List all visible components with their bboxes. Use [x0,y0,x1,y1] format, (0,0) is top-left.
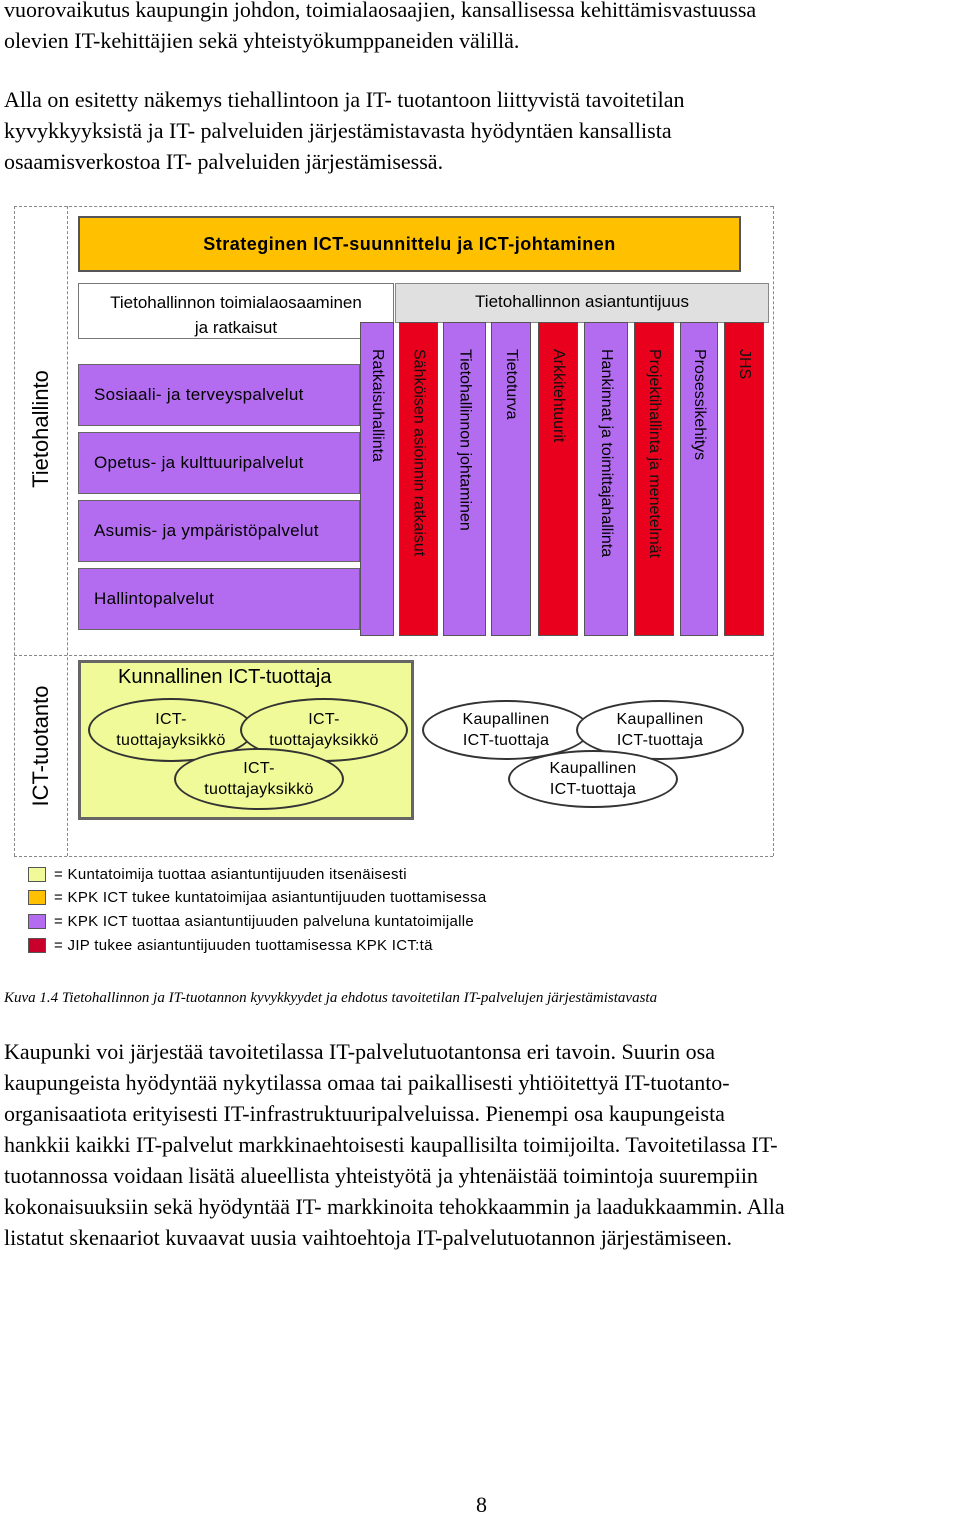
legend-swatch [28,937,46,953]
ellipse-line: Kaupallinen [549,760,637,777]
frame-line [14,206,773,207]
ellipse-line: Kaupallinen [462,711,550,728]
column-prosessikehitys: Prosessikehitys [680,322,718,636]
column-projektihallinta: Projektihallinta ja menetelmät [634,322,674,636]
legend-swatch [28,913,46,929]
right-header: Tietohallinnon asiantuntijuus [395,283,769,323]
ellipse-line: Kaupallinen [616,711,704,728]
side-label-tietohallinto: Tietohallinto [28,370,53,488]
text-line: kokonaisuuksiin sekä hyödyntää IT- markk… [4,1194,785,1219]
ellipse-line: ICT- [155,711,187,728]
text-line: tuotannossa voidaan lisätä alueellista y… [4,1163,758,1188]
frame-line [773,206,774,856]
legend-item: = Kuntatoimija tuottaa asiantuntijuuden … [28,864,407,884]
intro-paragraph: vuorovaikutus kaupungin johdon, toimiala… [4,0,756,56]
column-hankinnat: Hankinnat ja toimittajahallinta [584,322,628,636]
legend-text: = Kuntatoimija tuottaa asiantuntijuuden … [54,865,407,883]
column-label: Hankinnat ja toimittajahallinta [598,349,615,558]
column-label: Sähköisen asioinnin ratkaisut [410,349,428,557]
text-line: listatut skenaariot kuvaavat uusia vaiht… [4,1225,733,1250]
frame-line [14,856,773,857]
legend-text: = JIP tukee asiantuntijuuden tuottamises… [54,936,433,954]
producer-unit-ellipse: ICT-tuottajayksikkö [174,748,344,810]
body-paragraph: Kaupunki voi järjestää tavoitetilassa IT… [4,1036,785,1253]
legend-swatch [28,889,46,905]
text-line: organisaatiota erityisesti IT-infrastruk… [4,1101,725,1126]
frame-line [14,206,15,856]
figure-caption: Kuva 1.4 Tietohallinnon ja IT-tuotannon … [4,990,658,1006]
ellipse-line: ICT- [243,760,275,777]
column-label: Tietohallinnon johtaminen [456,349,474,531]
column-tietohallinnon-johtaminen: Tietohallinnon johtaminen [443,322,486,636]
legend-swatch [28,866,46,882]
column-label: Tietoturva [503,349,520,420]
ellipse-line: tuottajayksikkö [269,732,379,749]
ellipse-line: ICT- [308,711,340,728]
left-header-line: Tietohallinnon toimialaosaaminen [110,293,362,312]
side-label-ict-tuotanto: ICT-tuotanto [28,685,53,807]
text-line: vuorovaikutus kaupungin johdon, toimiala… [4,0,757,22]
left-header: Tietohallinnon toimialaosaaminen ja ratk… [78,283,394,339]
text-line: Kaupunki voi järjestää tavoitetilassa IT… [4,1039,715,1064]
legend-item: = KPK ICT tukee kuntatoimijaa asiantunti… [28,887,487,907]
legend-item: = JIP tukee asiantuntijuuden tuottamises… [28,935,433,955]
text-line: osaamisverkostoa IT- palveluiden järjest… [4,149,444,174]
text-line: kyvykkyyksistä ja IT- palveluiden järjes… [4,118,672,143]
strategic-box: Strateginen ICT-suunnittelu ja ICT-johta… [78,216,741,272]
column-label: Projektihallinta ja menetelmät [646,349,663,558]
municipal-producer-title: Kunnallinen ICT-tuottaja [118,666,332,688]
frame-line [14,655,773,656]
column-sahkoinen-asiointi: Sähköisen asioinnin ratkaisut [399,322,438,636]
ellipse-line: ICT-tuottaja [616,732,704,749]
column-jhs: JHS [724,322,764,636]
description-paragraph: Alla on esitetty näkemys tiehallintoon j… [4,84,684,177]
column-label: Arkkitehtuurit [550,349,567,443]
ellipse-line: tuottajayksikkö [116,732,226,749]
service-row: Hallintopalvelut [78,568,360,630]
text-line: hankkii kaikki IT-palvelut markkinaehtoi… [4,1132,778,1157]
page-number: 8 [476,1492,487,1517]
service-row: Opetus- ja kulttuuripalvelut [78,432,360,494]
ellipse-line: tuottajayksikkö [204,781,314,798]
ellipse-line: ICT-tuottaja [549,781,637,798]
frame-line [67,206,68,856]
column-label: Ratkaisuhallinta [369,349,386,462]
text-line: kaupungeista hyödyntää nykytilassa omaa … [4,1070,730,1095]
ellipse-line: ICT-tuottaja [462,732,550,749]
column-arkkitehtuurit: Arkkitehtuurit [538,322,578,636]
text-line: olevien IT-kehittäjien sekä yhteistyökum… [4,28,520,53]
producer-unit-ellipse: ICT-tuottajayksikkö [240,698,408,762]
left-header-line: ja ratkaisut [194,318,278,337]
column-label: Prosessikehitys [691,349,708,461]
column-label: JHS [736,349,753,380]
column-ratkaisuhallinta: Ratkaisuhallinta [360,322,394,636]
legend-item: = KPK ICT tuottaa asiantuntijuuden palve… [28,911,474,931]
column-tietoturva: Tietoturva [491,322,531,636]
legend-text: = KPK ICT tuottaa asiantuntijuuden palve… [54,912,475,930]
text-line: Alla on esitetty näkemys tiehallintoon j… [4,87,685,112]
service-row: Asumis- ja ympäristöpalvelut [78,500,360,562]
legend-text: = KPK ICT tukee kuntatoimijaa asiantunti… [54,888,487,906]
service-row: Sosiaali- ja terveyspalvelut [78,364,360,426]
